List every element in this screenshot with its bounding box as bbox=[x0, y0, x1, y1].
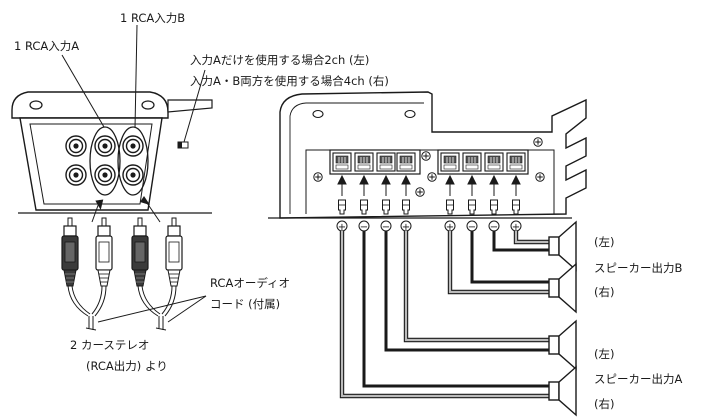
polarity-1: + bbox=[338, 222, 346, 233]
label-switch-line2: 入力A・B両方を使用する場合4ch (右) bbox=[190, 74, 389, 88]
label-speaker-b-right: (右) bbox=[594, 285, 614, 299]
labels: 1 RCA入力B 1 RCA入力A 入力Aだけを使用する場合2ch (左) 入力… bbox=[14, 11, 682, 411]
label-rca-cord-line1: RCAオーディオ bbox=[210, 276, 290, 290]
label-rca-input-a: 1 RCA入力A bbox=[14, 39, 79, 53]
amplifier bbox=[268, 91, 587, 219]
speaker-wires bbox=[339, 231, 552, 399]
connection-arrows bbox=[337, 174, 521, 196]
label-speaker-a-right: (右) bbox=[594, 397, 614, 411]
leader-lines-cable bbox=[97, 295, 207, 323]
rca-plug-icon bbox=[61, 217, 183, 287]
polarity-2: − bbox=[360, 222, 368, 233]
polarity-markers: + − − + + − − + bbox=[336, 220, 522, 233]
label-speaker-a-left: (左) bbox=[594, 347, 614, 361]
polarity-7: − bbox=[490, 222, 498, 233]
polarity-5: + bbox=[446, 222, 454, 233]
label-car-stereo-line1: 2 カーステレオ bbox=[70, 338, 149, 352]
label-speaker-b-left: (左) bbox=[594, 235, 614, 249]
input-panel bbox=[11, 91, 213, 214]
polarity-3: − bbox=[382, 222, 390, 233]
label-car-stereo-line2: (RCA出力) より bbox=[86, 359, 168, 373]
label-speaker-b-title: スピーカー出力B bbox=[594, 261, 682, 275]
polarity-4: + bbox=[402, 222, 410, 233]
label-rca-cord-line2: コード (付属) bbox=[210, 297, 280, 311]
label-rca-input-b: 1 RCA入力B bbox=[120, 11, 185, 25]
speaker-icon bbox=[548, 221, 577, 416]
polarity-6: − bbox=[468, 222, 476, 233]
polarity-8: + bbox=[512, 222, 520, 233]
label-speaker-a-title: スピーカー出力A bbox=[594, 372, 682, 386]
rca-cables bbox=[67, 285, 177, 331]
leader-lines-left bbox=[61, 24, 206, 143]
label-switch-line1: 入力Aだけを使用する場合2ch (左) bbox=[190, 53, 369, 67]
insert-arrows bbox=[91, 196, 161, 223]
